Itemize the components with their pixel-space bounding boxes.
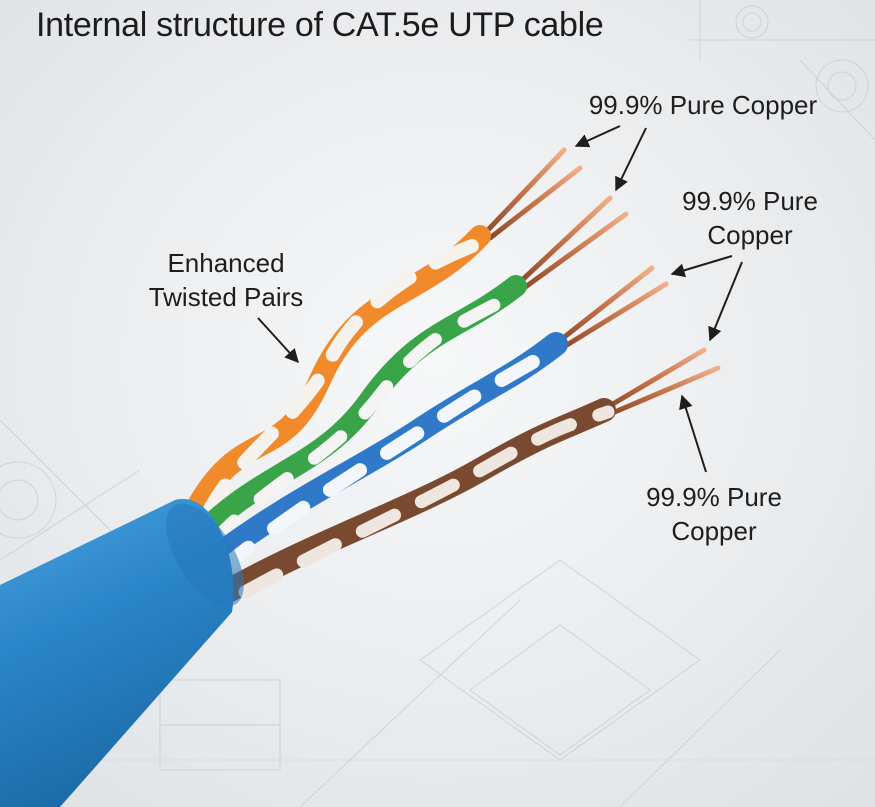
arrow-icon — [679, 394, 707, 473]
pair-brown — [218, 398, 616, 602]
label-line: 99.9% Pure — [646, 482, 782, 512]
page-title: Internal structure of CAT.5e UTP cable — [36, 6, 604, 44]
label-line: Copper — [707, 220, 793, 250]
label-line: Copper — [671, 516, 757, 546]
copper-wire — [487, 165, 583, 241]
label-line: 99.9% Pure — [682, 186, 818, 216]
label-copper-bottom: 99.9% Pure Copper — [630, 480, 798, 548]
copper-wire — [555, 265, 655, 345]
copper-conductors — [483, 147, 721, 417]
label-copper-top: 99.9% Pure Copper — [572, 88, 834, 122]
label-twisted-pairs: Enhanced Twisted Pairs — [128, 246, 324, 314]
arrow-icon — [574, 125, 621, 148]
label-line: 99.9% Pure Copper — [588, 90, 818, 120]
copper-wire — [559, 281, 669, 351]
cable-jacket — [0, 499, 244, 807]
leader-arrows — [257, 125, 743, 473]
label-line: Enhanced — [167, 248, 285, 278]
pair-blue — [193, 332, 568, 577]
label-copper-mid: 99.9% Pure Copper — [666, 184, 834, 252]
copper-wire — [517, 195, 613, 285]
arrow-icon — [670, 255, 733, 278]
pair-orange — [179, 225, 495, 531]
copper-wire — [603, 347, 707, 411]
copper-wire — [607, 365, 721, 417]
arrow-icon — [708, 261, 743, 342]
copper-wire — [521, 211, 629, 291]
pair-green — [184, 275, 529, 552]
copper-wire — [483, 147, 567, 235]
arrow-icon — [257, 317, 299, 364]
arrow-icon — [615, 127, 647, 192]
label-line: Twisted Pairs — [148, 282, 304, 312]
